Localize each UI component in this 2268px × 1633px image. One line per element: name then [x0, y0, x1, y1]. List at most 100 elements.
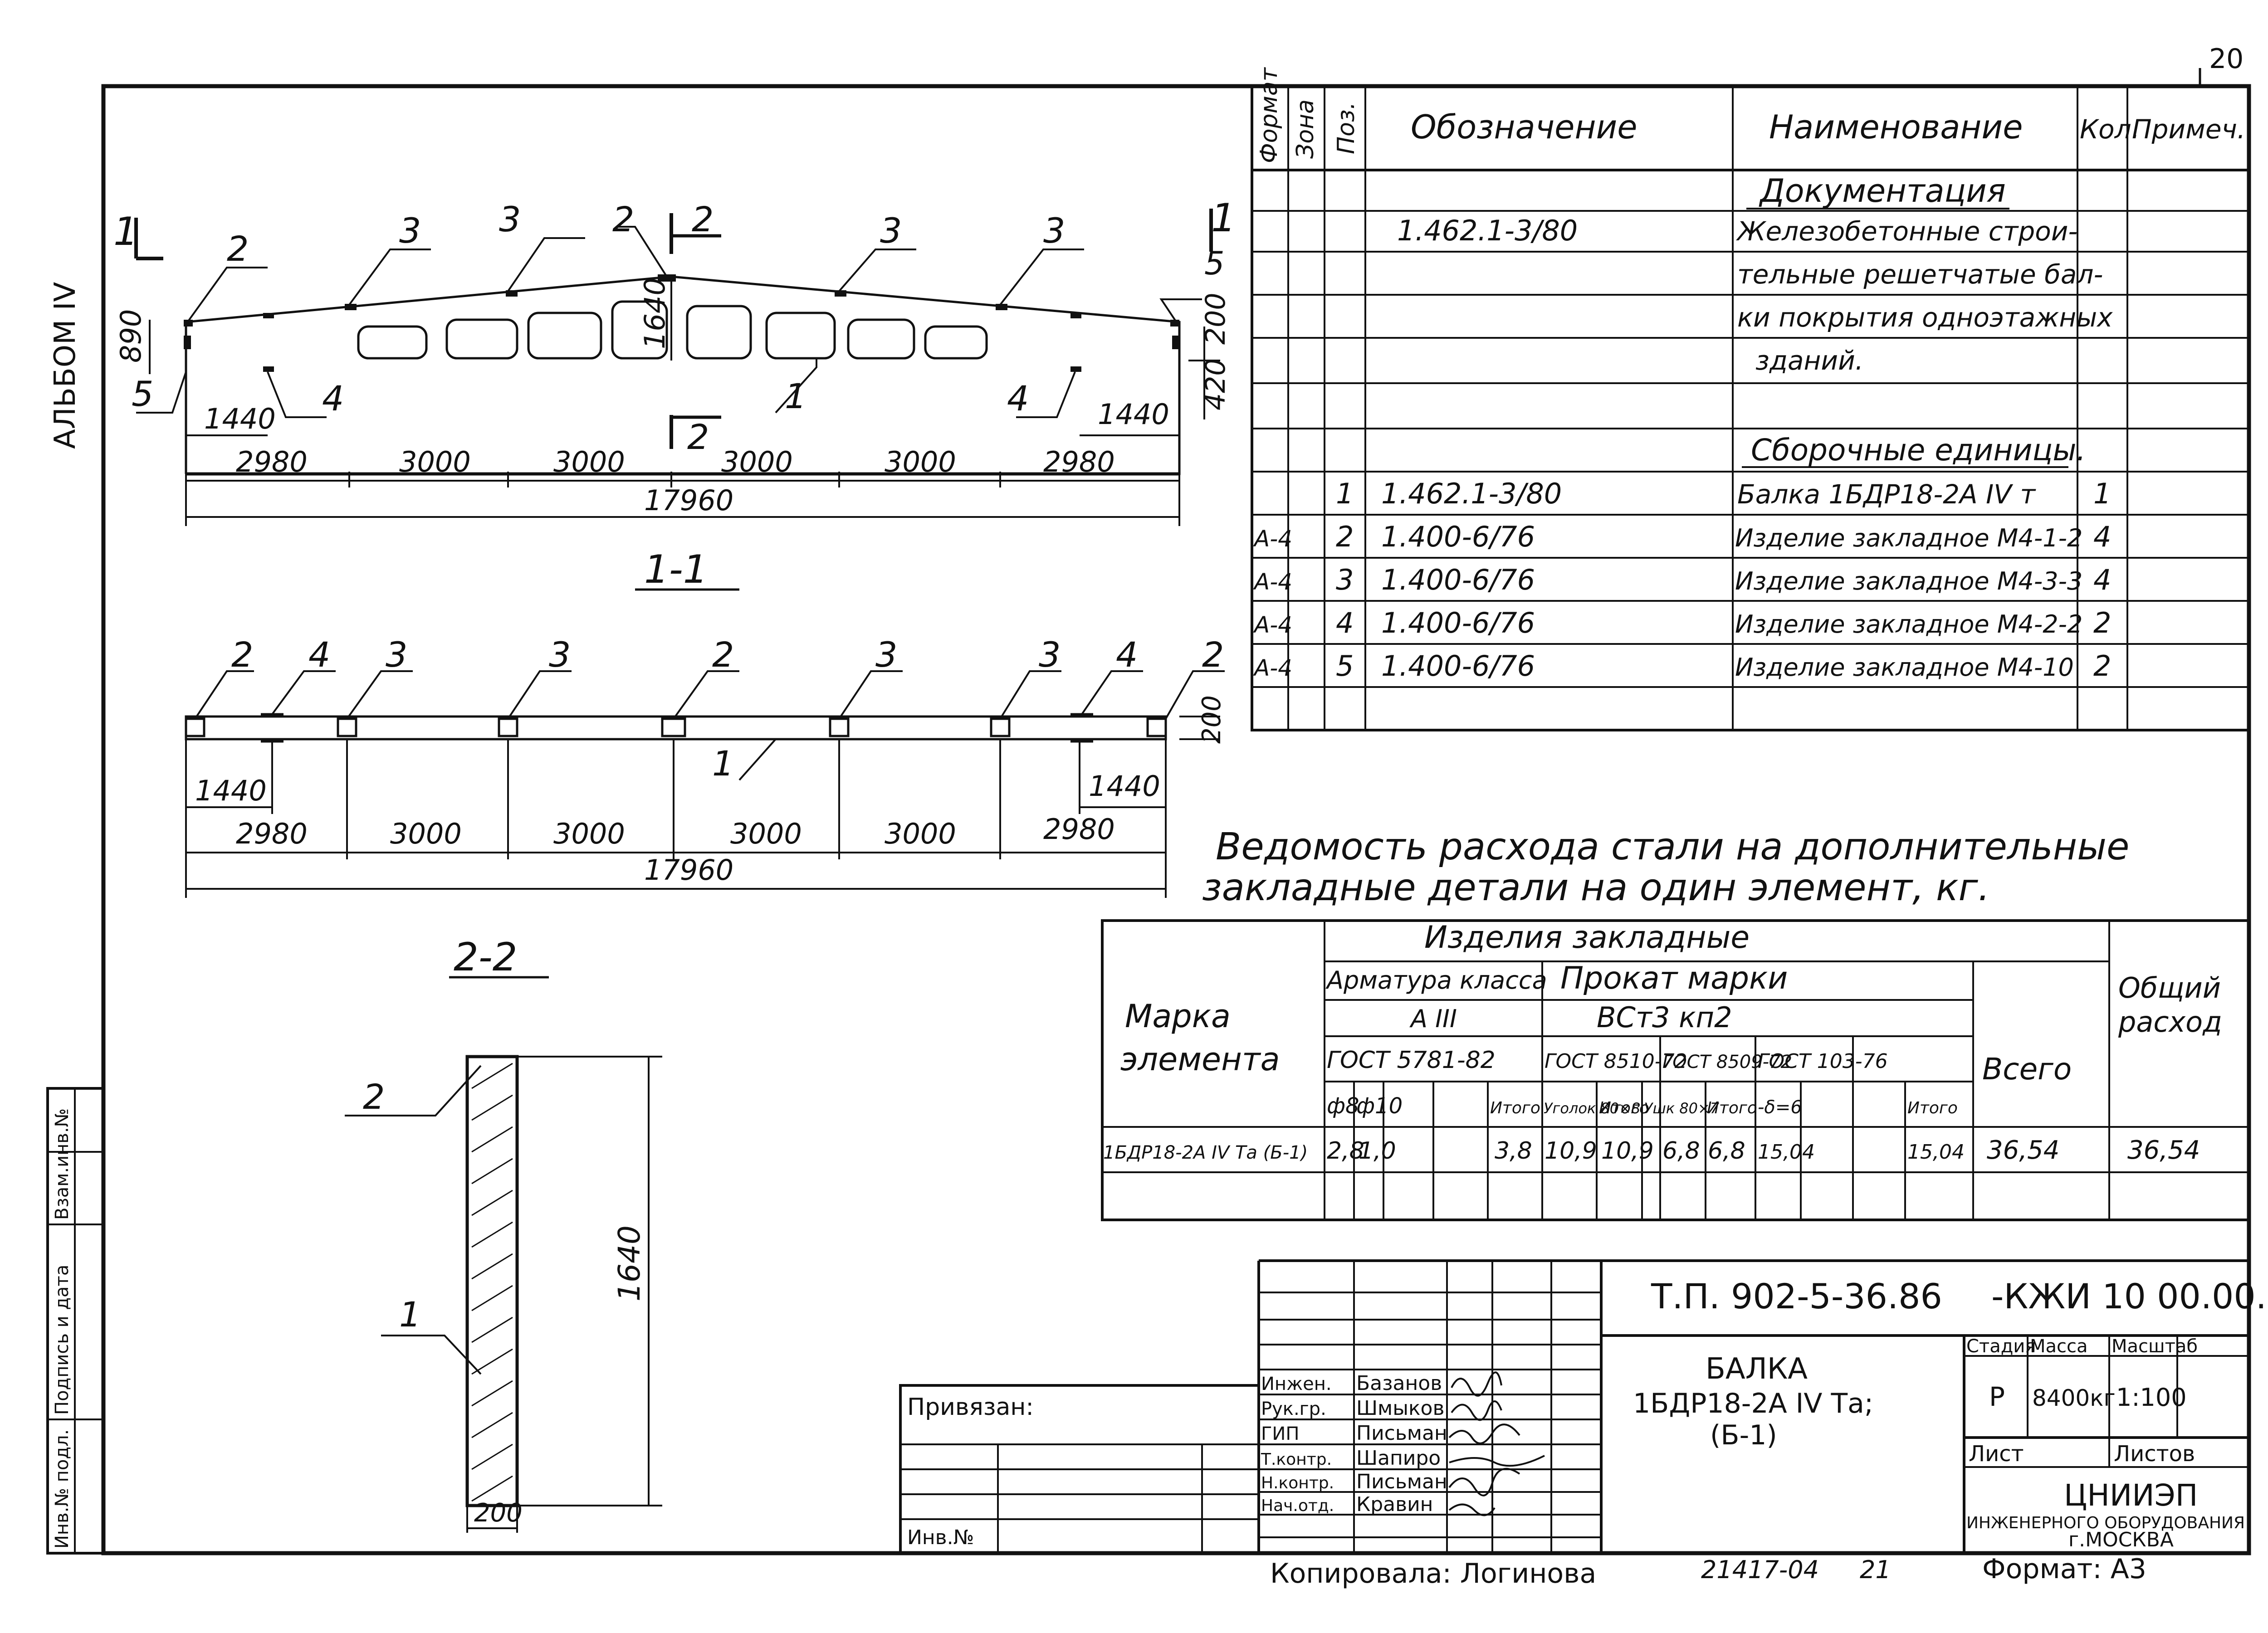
mass-label: Масса: [2030, 1336, 2088, 1357]
footer-format: Формат: А3: [1982, 1553, 2146, 1585]
dim-total: 17960: [644, 484, 733, 517]
steel-sub: Итого: [1707, 1099, 1757, 1117]
spec-row-qty: 4: [2093, 563, 2111, 596]
s11-pos: 3: [875, 634, 897, 675]
dim-h-mid: 1640: [638, 278, 671, 349]
steel-sub: Уголок 80×8: [1544, 1100, 1640, 1117]
title-suffix: -КЖИ 10 00.00.: [1991, 1276, 2267, 1316]
s11-pos: 2: [231, 634, 253, 675]
section-2-2-body: [465, 1055, 519, 1507]
title-name: 1БДР18-2А IV Та;: [1633, 1388, 1873, 1419]
steel-sub: Итого: [1599, 1099, 1649, 1117]
spec-h-note: Примеч.: [2132, 114, 2245, 145]
spec-h-name: Наименование: [1769, 108, 2023, 146]
steel-cell: 1,0: [1359, 1137, 1396, 1165]
scale-label: Масштаб: [2112, 1336, 2198, 1357]
signer-name: Шапиро: [1356, 1447, 1441, 1470]
dim-span: 2980: [236, 445, 308, 478]
section-1-1-plates: [185, 713, 1167, 743]
spec-h-designation: Обозначение: [1411, 108, 1637, 146]
spec-doc-name-line: тельные решетчатые бал-: [1737, 259, 2103, 290]
spec-h-zone: Зона: [1292, 99, 1319, 159]
signer-role: Н.контр.: [1261, 1474, 1334, 1492]
spec-row-designation: 1.400-6/76: [1381, 649, 1535, 682]
section-mark-right: 1: [1211, 195, 1236, 241]
s11-pos: 1: [712, 743, 734, 784]
footer-number: 21417-04: [1701, 1555, 1819, 1584]
steel-row-overall: 36,54: [2127, 1136, 2200, 1165]
beam-hdims: [185, 434, 1180, 526]
side-stamp-sign: Подпись и дата: [52, 1265, 73, 1415]
spec-row-format: А-4: [1253, 526, 1292, 552]
steel-row-total: 36,54: [1987, 1136, 2059, 1165]
steel-cell: 10,9: [1545, 1137, 1597, 1165]
title-code: Т.П. 902-5-36.86: [1651, 1276, 1942, 1316]
spec-row-designation: 1.462.1-3/80: [1381, 477, 1562, 510]
steel-cell: 10,9: [1601, 1137, 1654, 1165]
section-1-1-title: 1-1: [644, 547, 708, 592]
steel-gost: ГОСТ 103-76: [1758, 1050, 1888, 1073]
spec-row-designation: 1.400-6/76: [1381, 563, 1535, 596]
steel-title-line: закладные детали на один элемент, кг.: [1202, 866, 1990, 909]
steel-cell: 2,8: [1327, 1137, 1364, 1165]
steel-cell: 6,8: [1708, 1137, 1745, 1165]
spec-section-doc: Документация: [1759, 172, 2006, 210]
spec-row-name: Изделие закладное М4-1-2: [1735, 524, 2082, 552]
sheet-number: 20: [2209, 43, 2244, 75]
beam-vdims: [149, 277, 1220, 419]
footer-copied: Копировала: Логинова: [1270, 1558, 1596, 1589]
side-stamp-vzam: Взам.инв.№: [52, 1108, 73, 1220]
spec-doc-designation: 1.462.1-3/80: [1397, 214, 1578, 247]
s11-pos: 2: [1202, 634, 1224, 675]
dim-h-right: 200: [1200, 292, 1232, 345]
dim-e-left: 1440: [204, 402, 276, 435]
scale-value: 1:100: [2116, 1383, 2187, 1412]
s22-dim-w: 200: [474, 1498, 523, 1528]
s11-pos: 4: [1116, 634, 1138, 675]
dim-span: 3000: [399, 445, 471, 478]
side-stamp: Инв.№ подл. Подпись и дата Взам.инв.№: [46, 1087, 105, 1555]
org-name: ЦНИИЭП: [2064, 1478, 2198, 1513]
org-name: г.МОСКВА: [2068, 1528, 2174, 1551]
steel-h-overall: расход: [2118, 1005, 2222, 1038]
steel-sub: -δ=6: [1758, 1097, 1802, 1118]
mass-value: 8400кг: [2032, 1385, 2116, 1411]
org-name: ИНЖЕНЕРНОГО ОБОРУДОВАНИЯ: [1966, 1514, 2245, 1532]
steel-gost: ГОСТ 8510-72: [1545, 1050, 1687, 1073]
beam-pos: 5: [132, 374, 153, 414]
album-label: АЛЬБОМ IV: [49, 282, 82, 449]
beam-plates: [184, 274, 1179, 372]
steel-sub: ф10: [1356, 1093, 1403, 1119]
steel-h-products: Изделия закладные: [1424, 920, 1750, 955]
section-1-1-dims: [185, 739, 1167, 898]
beam-pos: 1: [785, 376, 807, 416]
spec-row-qty: 1: [2093, 477, 2111, 510]
spec-row-pos: 2: [1336, 520, 1354, 553]
s11-pos: 3: [1039, 634, 1061, 675]
spec-row-designation: 1.400-6/76: [1381, 520, 1535, 553]
s11-dim-span: 3000: [885, 817, 956, 850]
title-name: БАЛКА: [1706, 1352, 1808, 1386]
section-1-1: 1-1 2 4 3 3 2 3 3 4 2: [185, 547, 1227, 898]
spec-section-units: Сборочные единицы.: [1751, 433, 2086, 468]
beam-pos: 2: [227, 229, 249, 269]
spec-row-pos: 5: [1336, 649, 1354, 682]
stage-label: Стадия: [1966, 1336, 2036, 1357]
side-stamp-inv: Инв.№ подл.: [52, 1429, 73, 1549]
cut2-top: 2: [692, 199, 714, 239]
cut2-bottom: 2: [687, 417, 709, 457]
signer-name: Письман: [1356, 1470, 1447, 1493]
spec-row-qty: 2: [2093, 606, 2111, 639]
section-1-1-leaders: [194, 670, 1225, 781]
beam-pos: 3: [499, 199, 521, 239]
section-2-2: 2-2 2 1 1640 200: [345, 935, 662, 1533]
steel-gost: ГОСТ 8509-72: [1662, 1052, 1792, 1072]
spec-row-name: Балка 1БДР18-2А IV т: [1737, 479, 2036, 510]
spec-row-qty: 2: [2093, 649, 2111, 682]
s11-pos: 2: [712, 634, 734, 675]
s11-pos: 3: [386, 634, 407, 675]
steel-sub: Итого: [1907, 1099, 1958, 1117]
beam-pos: 4: [322, 378, 344, 419]
signer-role: Т.контр.: [1261, 1450, 1332, 1469]
